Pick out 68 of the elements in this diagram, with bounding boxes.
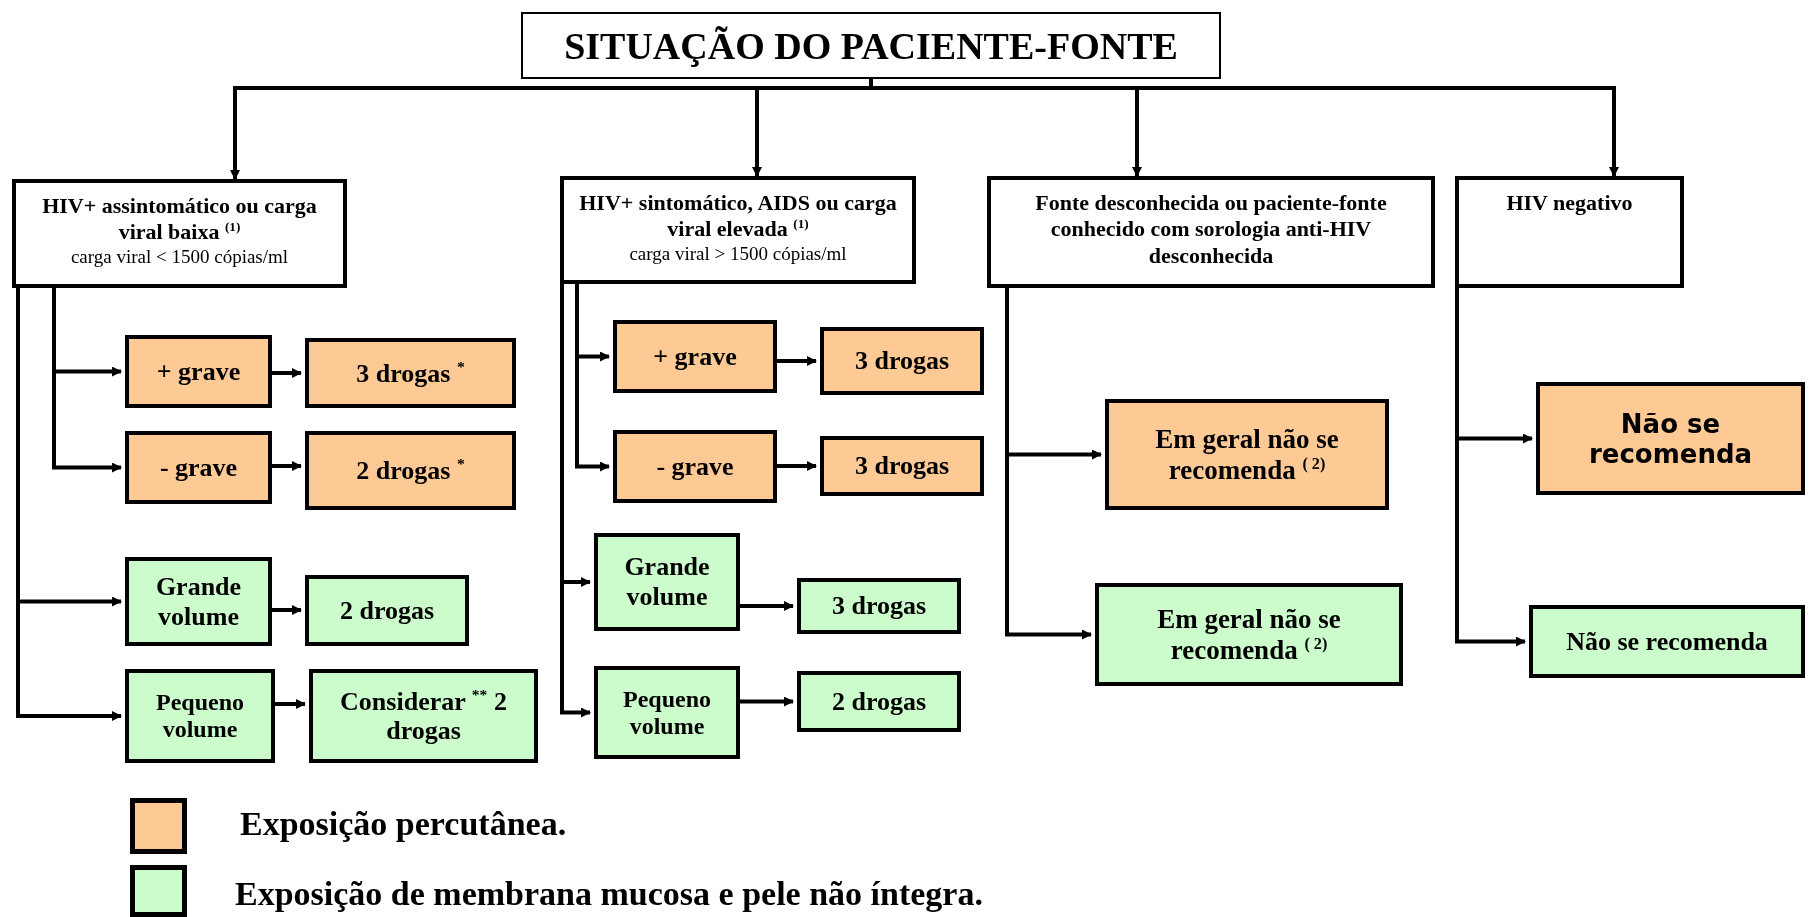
node-label: SITUAÇÃO DO PACIENTE-FONTE: [564, 23, 1178, 68]
node-label: 2 drogas $^{*}$: [356, 455, 465, 486]
node-label: Não se recomenda: [1566, 626, 1768, 657]
arrow: [272, 368, 302, 378]
treatment-box: [613, 430, 777, 503]
category-box: [12, 179, 347, 288]
node-subtext: carga viral > 1500 cópias/ml: [629, 243, 847, 266]
node-label: 3 drogas: [831, 591, 927, 621]
treatment-box: [820, 436, 984, 496]
treatment-box: [1536, 382, 1805, 495]
treatment-box: [125, 557, 272, 646]
arrow: [560, 284, 591, 718]
node-label: HIV+ assintomático ou carga viral baixa $^{(1)}$: [42, 193, 317, 247]
node-label: - grave: [656, 451, 734, 482]
treatment-box: [594, 666, 740, 759]
arrow: [275, 699, 306, 709]
treatment-box: [1095, 583, 1403, 686]
treatment-box: [797, 578, 961, 634]
arrow: [1005, 288, 1092, 640]
node-label: - grave: [159, 452, 238, 483]
legend-label: Exposição percutânea.: [240, 805, 567, 843]
node-label: 3 drogas $^{*}$: [356, 357, 465, 389]
category-box: [987, 176, 1435, 288]
node-label: Em geral não se recomenda $^{( 2)}$: [1154, 423, 1340, 486]
arrow: [575, 284, 610, 472]
arrow: [272, 461, 302, 471]
title-box: [521, 12, 1221, 79]
treatment-box: [305, 575, 469, 646]
node-label: HIV+ sintomático, AIDS ou carga viral elevada $^{(1)}$: [578, 190, 898, 244]
treatment-box: [125, 431, 272, 504]
treatment-box: [125, 669, 275, 763]
node-label: Considerar $^{**}$ 2 drogas: [339, 685, 508, 747]
node-label: Pequeno volume: [622, 685, 712, 740]
node-label: Grande volume: [623, 552, 711, 612]
treatment-box: [125, 335, 272, 408]
node-label: + grave: [653, 341, 737, 372]
arrow: [272, 605, 302, 615]
treatment-box: [820, 327, 984, 395]
arrow: [740, 601, 794, 611]
node-label: HIV negativo: [1506, 190, 1633, 217]
treatment-box: [613, 320, 777, 393]
treatment-box: [594, 533, 740, 631]
treatment-box: [305, 431, 516, 510]
node-label: 2 drogas: [831, 686, 927, 717]
treatment-box: [305, 338, 516, 408]
arrow: [1455, 288, 1526, 647]
arrow: [777, 356, 817, 366]
node-label: 3 drogas: [854, 346, 950, 376]
arrow: [740, 696, 794, 707]
legend-label: Exposição de membrana mucosa e pele não íntegra.: [235, 875, 983, 913]
treatment-box: [309, 669, 538, 763]
node-label: Não se recomenda: [1587, 408, 1754, 469]
arrow: [16, 288, 122, 721]
node-label: Pequeno volume: [155, 689, 245, 743]
treatment-box: [1529, 605, 1805, 678]
node-label: Fonte desconhecida ou paciente-fonte conhecido com sorologia anti-HIV desconhecida: [1034, 190, 1388, 270]
treatment-box: [797, 671, 961, 732]
node-label: 3 drogas: [854, 451, 950, 481]
node-label: Em geral não se recomenda $^{( 2)}$: [1156, 603, 1342, 666]
arrow: [52, 288, 122, 473]
category-box: [560, 176, 916, 284]
node-label: + grave: [156, 356, 241, 387]
arrow: [777, 461, 817, 471]
category-box: [1455, 176, 1684, 288]
node-subtext: carga viral < 1500 cópias/ml: [70, 246, 289, 269]
treatment-box: [1105, 399, 1389, 510]
node-label: Grande volume: [154, 571, 243, 632]
node-label: 2 drogas: [339, 595, 435, 626]
